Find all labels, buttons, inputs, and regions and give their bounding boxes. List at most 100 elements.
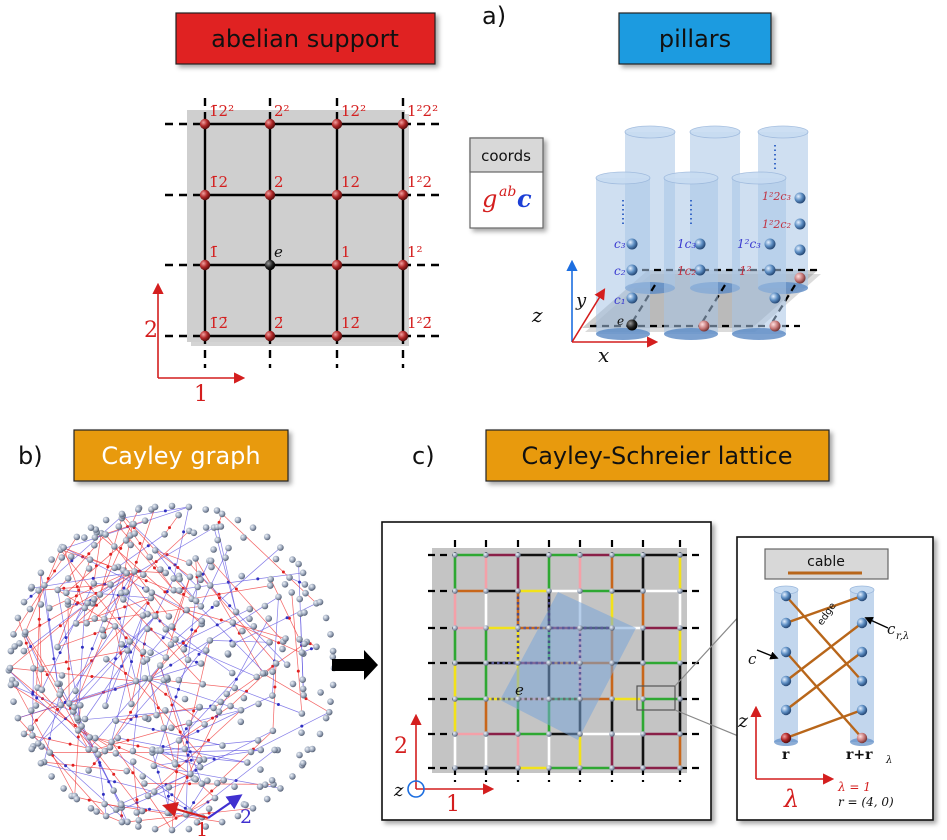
cayley-node — [197, 603, 205, 610]
grid-node-label: 1̄2 — [209, 173, 228, 191]
cayley-node — [147, 649, 154, 656]
cayley-node — [143, 656, 151, 663]
lattice-node — [577, 765, 583, 771]
cayley-node — [7, 647, 15, 655]
lattice-node — [640, 588, 646, 594]
cayley-node — [91, 534, 99, 541]
cayley-node — [118, 818, 126, 826]
cayley-node — [91, 615, 98, 622]
cayley-node — [238, 572, 245, 580]
cayley-node — [38, 686, 46, 694]
cayley-node — [14, 614, 22, 622]
cayley-node — [271, 746, 278, 754]
grid-node — [397, 330, 409, 342]
cayley-node — [208, 563, 215, 571]
cayley-node — [20, 647, 28, 655]
cayley-node — [192, 776, 199, 783]
cayley-node — [277, 785, 284, 792]
grid-node — [331, 330, 343, 342]
cayley-node — [111, 543, 118, 550]
lattice-axes: 2 1 z — [393, 713, 495, 817]
cayley-node — [115, 523, 123, 530]
cayley-node — [240, 534, 247, 541]
panel-label-b: b) — [18, 442, 43, 470]
cayley-node — [139, 773, 146, 780]
lattice-node — [640, 625, 646, 631]
cayley-node — [162, 654, 170, 661]
lattice-node — [577, 660, 583, 666]
cayley-node — [206, 637, 214, 644]
cayley-node — [128, 700, 135, 708]
cayley-node — [237, 706, 245, 714]
cayley-node — [295, 560, 302, 568]
lattice-node — [609, 765, 615, 771]
cayley-node — [298, 649, 306, 656]
cayley-node — [172, 636, 179, 643]
cayley-node — [296, 751, 303, 759]
grid-node-label: e — [274, 243, 283, 261]
cayley-node — [106, 744, 114, 751]
cayley-node — [213, 600, 220, 607]
cayley-node — [196, 703, 203, 711]
cayley-node — [256, 783, 264, 790]
cayley-node — [133, 809, 140, 816]
grid-node — [331, 189, 343, 201]
cayley-node — [131, 568, 138, 575]
cayley-node — [111, 623, 119, 630]
cayley-node — [329, 647, 337, 655]
axis-label-1: 1 — [194, 382, 208, 407]
lattice-node — [483, 765, 489, 771]
cayley-node — [229, 641, 236, 648]
cayley-node — [27, 724, 35, 732]
lattice-node — [515, 552, 521, 558]
lattice-node — [677, 588, 683, 594]
cayley-node — [175, 676, 183, 684]
cayley-node — [127, 541, 134, 549]
cayley-node — [28, 583, 35, 591]
cayley-node — [272, 555, 280, 563]
cayley-node — [261, 602, 269, 610]
lattice-node — [546, 552, 552, 558]
site-ball — [794, 244, 806, 256]
coords-box — [469, 137, 544, 229]
lattice-node — [546, 660, 552, 666]
cayley-node — [96, 591, 104, 598]
grid-node-label: 1̄2² — [209, 102, 234, 120]
lattice-node — [577, 625, 583, 631]
cayley-node — [7, 681, 15, 689]
cayley-node — [255, 700, 262, 708]
cayley-node — [234, 516, 242, 524]
lattice-node — [640, 552, 646, 558]
cayley-node — [268, 777, 276, 784]
cable-site — [856, 590, 868, 602]
cayley-node — [135, 817, 143, 824]
cayley-node — [215, 708, 223, 716]
svg-text:1: 1 — [446, 792, 460, 817]
cayley-node — [6, 664, 14, 672]
grid-node-label: 1² — [407, 243, 423, 261]
grid-node — [264, 118, 276, 130]
cayley-node — [185, 825, 193, 833]
cayley-node — [72, 620, 80, 627]
svg-text:c₂: c₂ — [614, 264, 626, 278]
cayley-node — [272, 660, 280, 667]
cayley-node — [296, 636, 303, 643]
lattice-node — [546, 625, 552, 631]
cayley-node — [151, 547, 159, 554]
cayley-node — [124, 818, 131, 826]
site-ball — [794, 192, 806, 204]
cayley-node — [237, 718, 245, 726]
cayley-node — [87, 524, 95, 531]
cayley-node — [118, 641, 125, 648]
site-ball — [694, 264, 706, 276]
cayley-node — [170, 575, 177, 582]
cable-r-plus: r+r — [846, 747, 873, 763]
cayley-node — [194, 583, 201, 591]
cable-site — [856, 617, 868, 629]
cayley-node — [325, 708, 333, 716]
cayley-node — [170, 586, 177, 594]
cayley-node — [41, 582, 48, 589]
cayley-node — [26, 605, 34, 613]
cayley-node — [29, 732, 36, 739]
